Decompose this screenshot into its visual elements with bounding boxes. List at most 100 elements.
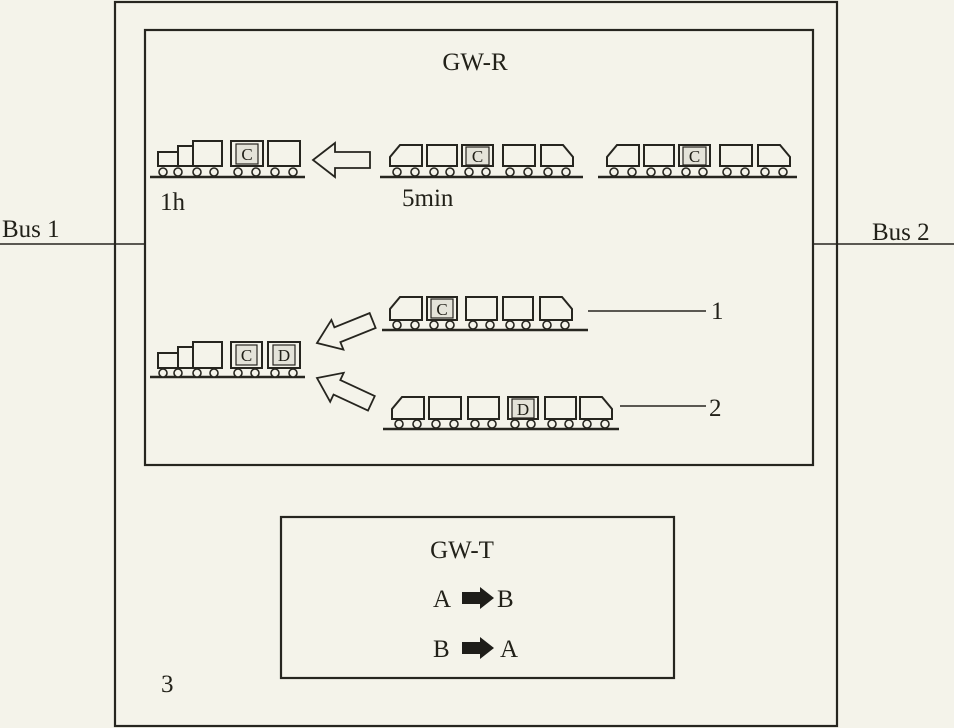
wheel xyxy=(174,369,182,377)
wheel xyxy=(289,369,297,377)
wheel xyxy=(561,321,569,329)
wheel xyxy=(741,168,749,176)
car-tag-text: C xyxy=(436,300,447,319)
output-train-upper xyxy=(150,141,305,177)
arrow-shape xyxy=(311,306,379,358)
train-car xyxy=(178,347,193,368)
locomotive xyxy=(390,297,422,320)
train-car xyxy=(193,141,222,166)
wheel xyxy=(482,168,490,176)
gw-t-rule-1: A B xyxy=(433,586,514,613)
ref-1-label: 1 xyxy=(711,298,724,325)
wheel xyxy=(699,168,707,176)
device-frame xyxy=(115,2,837,726)
wheel xyxy=(252,168,260,176)
wheel xyxy=(210,369,218,377)
wheel xyxy=(465,168,473,176)
wheel xyxy=(289,168,297,176)
wheel xyxy=(210,168,218,176)
wheel xyxy=(628,168,636,176)
wheel xyxy=(682,168,690,176)
wheel xyxy=(411,321,419,329)
rule-source: A xyxy=(433,586,451,613)
wheel xyxy=(779,168,787,176)
wheel xyxy=(544,168,552,176)
wheel xyxy=(413,420,421,428)
wheel xyxy=(506,321,514,329)
wheel xyxy=(548,420,556,428)
bus-1-label: Bus 1 xyxy=(2,216,60,243)
right-arrow-icon xyxy=(462,587,494,609)
car-tag-text: C xyxy=(241,145,252,164)
train-car xyxy=(158,152,178,166)
input-train-2 xyxy=(383,397,619,429)
wheel xyxy=(159,369,167,377)
wheel xyxy=(488,420,496,428)
wheel xyxy=(251,369,259,377)
wheel xyxy=(610,168,618,176)
wheel xyxy=(271,168,279,176)
wheel xyxy=(271,369,279,377)
locomotive xyxy=(540,297,572,320)
train-car xyxy=(193,342,222,368)
wheel xyxy=(522,321,530,329)
wheel xyxy=(543,321,551,329)
locomotive xyxy=(541,145,573,166)
trains-layer xyxy=(150,141,797,429)
train-car xyxy=(468,397,499,419)
wheel xyxy=(601,420,609,428)
wheel xyxy=(450,420,458,428)
locomotive xyxy=(392,397,424,419)
wheel xyxy=(174,168,182,176)
wheel xyxy=(583,420,591,428)
train-car xyxy=(466,297,497,320)
rule-source: B xyxy=(433,636,450,663)
wheel xyxy=(395,420,403,428)
wheel xyxy=(446,168,454,176)
car-tag-text: D xyxy=(517,400,529,419)
input-train-1 xyxy=(382,297,588,330)
train-car xyxy=(720,145,752,166)
wheel xyxy=(723,168,731,176)
wheel xyxy=(430,321,438,329)
train-car xyxy=(158,353,178,368)
wheel xyxy=(506,168,514,176)
wheel xyxy=(511,420,519,428)
gw-r-title: GW-R xyxy=(442,49,508,76)
train-car xyxy=(178,146,193,166)
wheel xyxy=(486,321,494,329)
car-tag-text: C xyxy=(241,346,252,365)
wheel xyxy=(527,420,535,428)
wheel xyxy=(159,168,167,176)
output-period-label: 1h xyxy=(160,189,186,216)
train-car xyxy=(268,141,300,166)
merge-arrow-from-2-icon xyxy=(310,363,378,417)
arrow-shape xyxy=(310,363,378,417)
ref-2-label: 2 xyxy=(709,395,722,422)
wheel xyxy=(193,168,201,176)
locomotive xyxy=(390,145,422,166)
gw-t-title: GW-T xyxy=(430,537,494,564)
gw-t-rule-2: B A xyxy=(433,636,518,663)
locomotive xyxy=(580,397,612,419)
train-car xyxy=(427,145,457,166)
merge-arrow-upper-icon xyxy=(313,143,370,177)
train-car xyxy=(545,397,576,419)
wheel xyxy=(471,420,479,428)
wheel xyxy=(761,168,769,176)
wheel xyxy=(562,168,570,176)
train-car xyxy=(503,145,535,166)
rule-target: A xyxy=(500,636,518,663)
right-arrow-icon xyxy=(462,637,494,659)
locomotive xyxy=(607,145,639,166)
locomotive xyxy=(758,145,790,166)
wheel xyxy=(647,168,655,176)
wheel xyxy=(193,369,201,377)
wheel xyxy=(469,321,477,329)
bus-2-label: Bus 2 xyxy=(872,219,930,246)
wheel xyxy=(432,420,440,428)
device-ref-label: 3 xyxy=(161,671,174,698)
train-car xyxy=(429,397,461,419)
wheel xyxy=(446,321,454,329)
